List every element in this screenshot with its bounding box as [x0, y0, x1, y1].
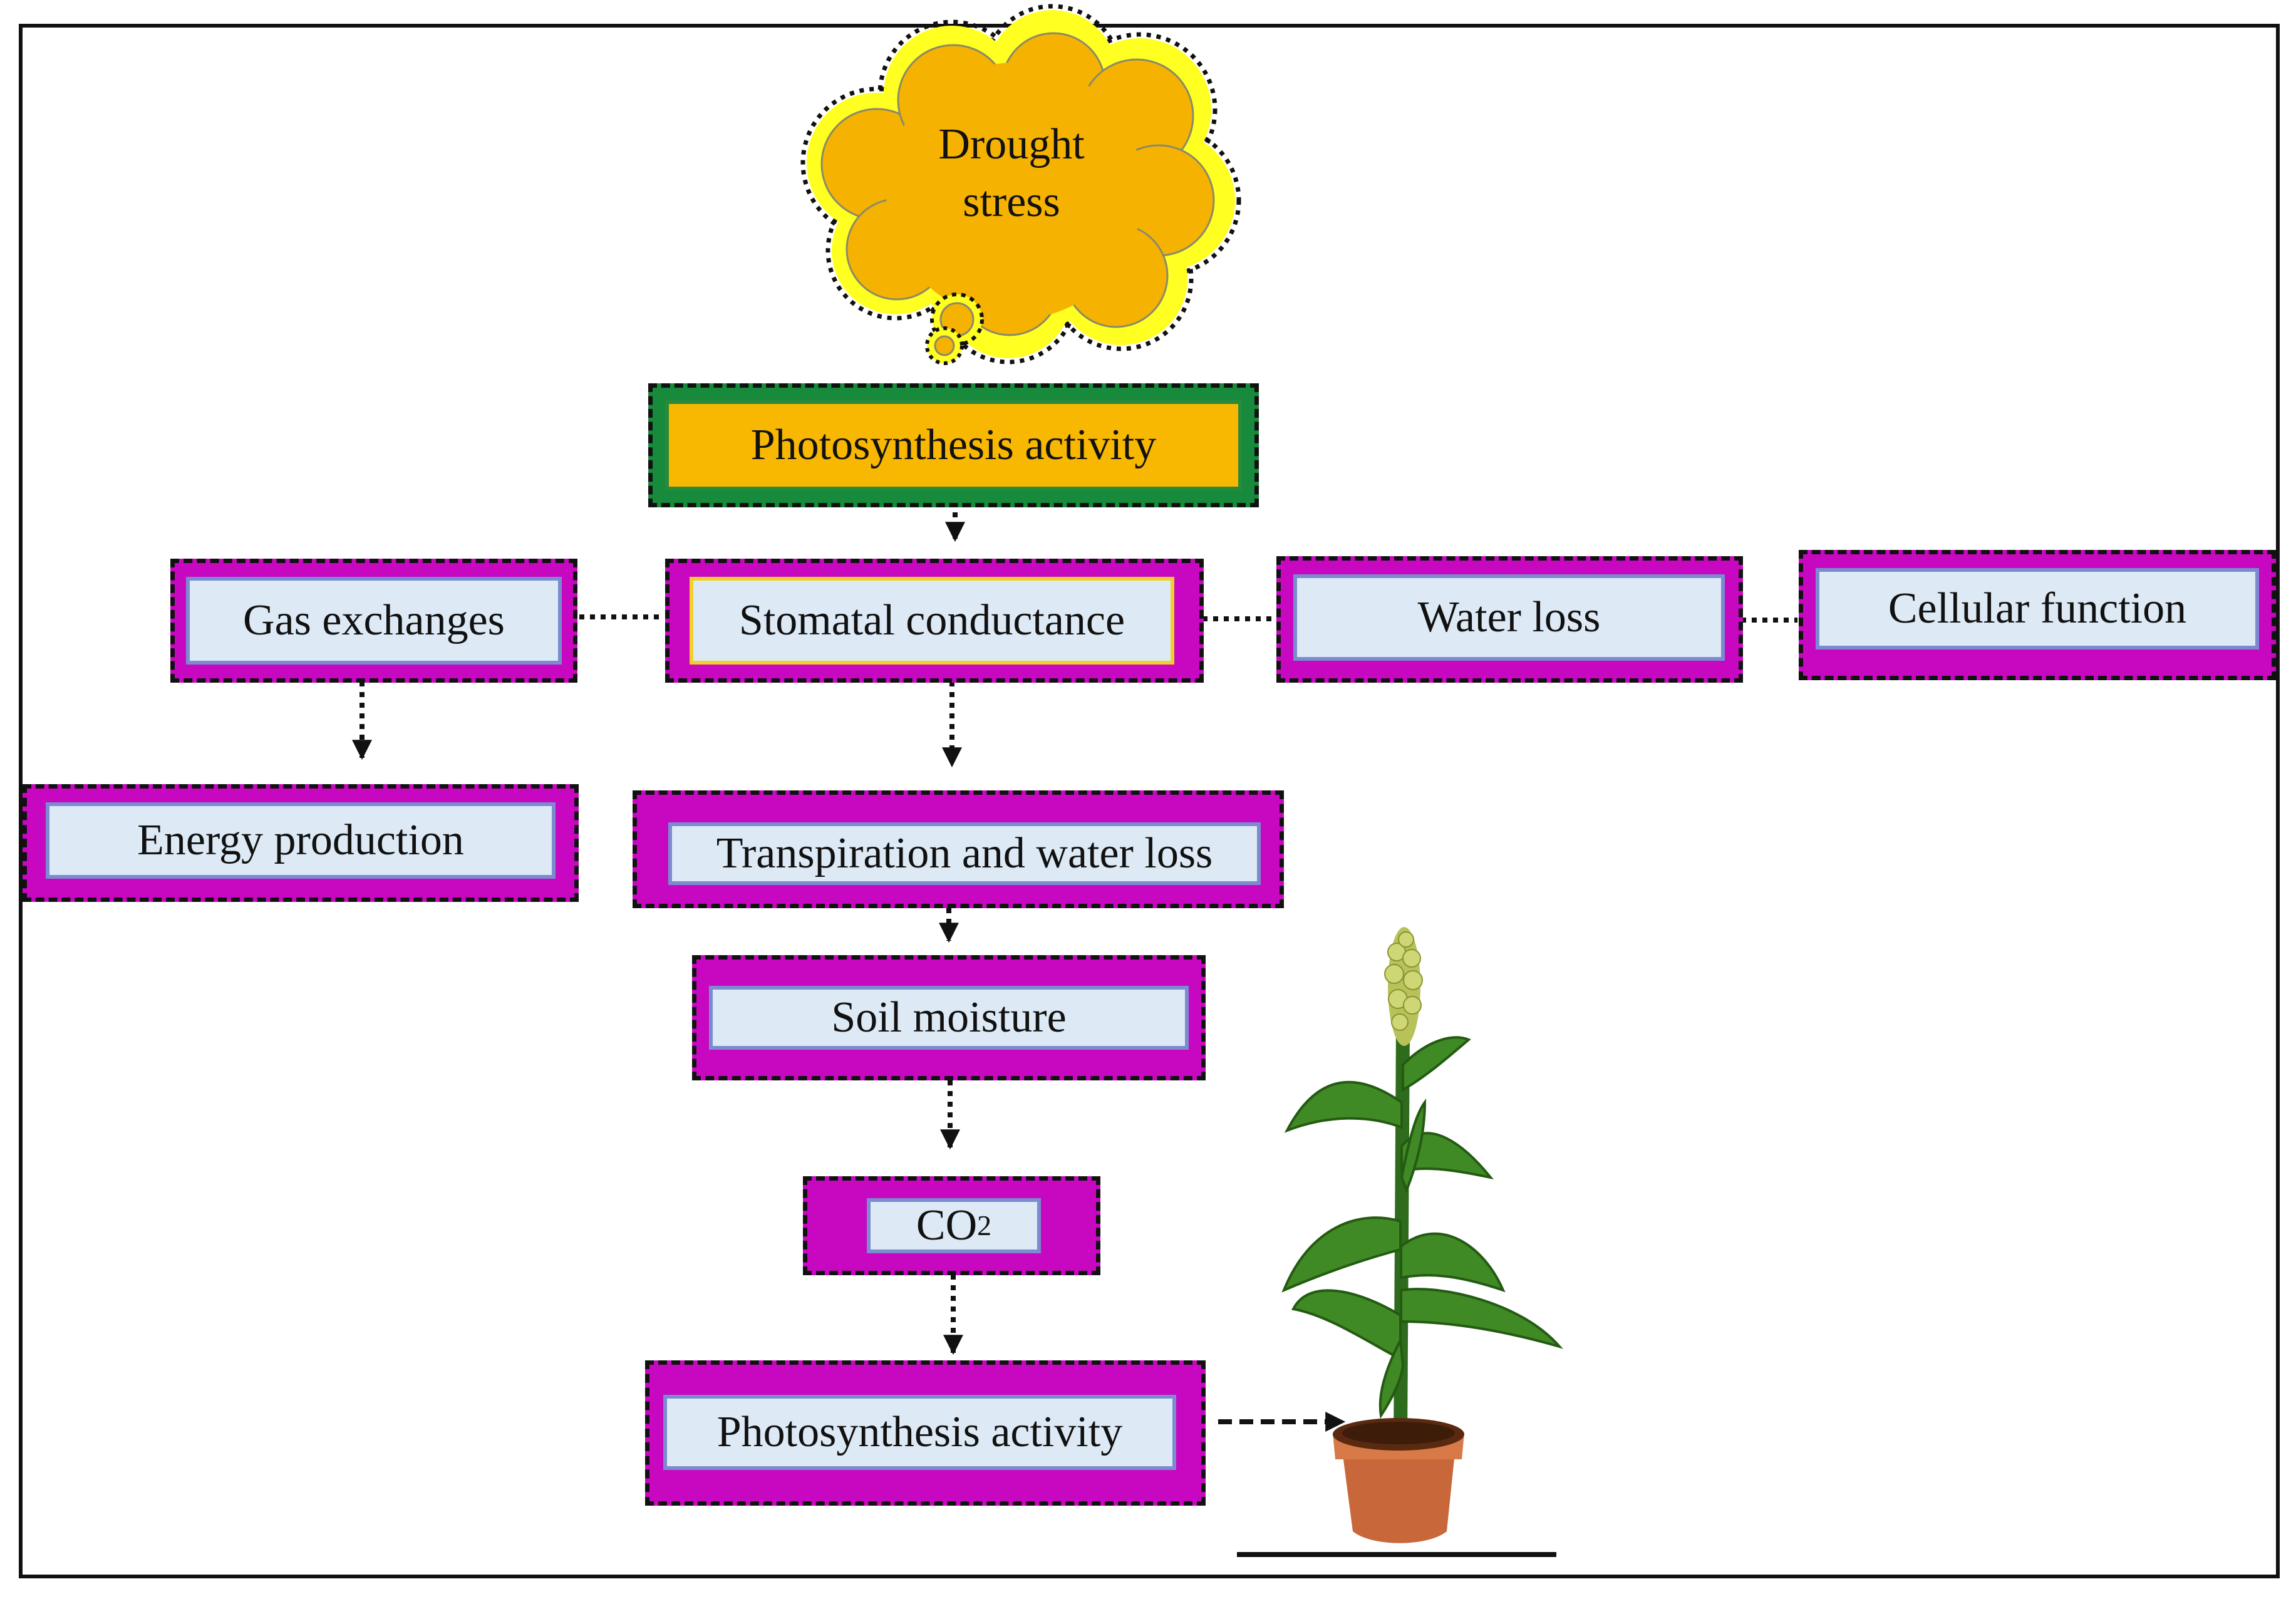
node-stomatal-conductance: Stomatal conductance: [665, 559, 1204, 683]
node-transpiration: Transpiration and water loss: [633, 790, 1284, 908]
node-soil-moisture: Soil moisture: [692, 955, 1206, 1080]
node-transpiration-label: Transpiration and water loss: [668, 822, 1261, 885]
node-cellular-function: Cellular function: [1799, 550, 2276, 680]
node-photosynthesis-top-label: Photosynthesis activity: [665, 400, 1242, 490]
drought-cloud-icon: [800, 4, 1241, 365]
node-energy-production-label: Energy production: [46, 802, 556, 879]
node-water-loss: Water loss: [1276, 556, 1743, 683]
node-energy-production: Energy production: [23, 784, 579, 902]
node-cellular-function-label: Cellular function: [1816, 568, 2259, 649]
node-gas-exchanges: Gas exchanges: [170, 559, 577, 683]
node-soil-moisture-label: Soil moisture: [709, 986, 1189, 1050]
node-water-loss-label: Water loss: [1293, 574, 1725, 661]
drought-stress-label: Drought stress: [938, 120, 1085, 226]
node-stomatal-conductance-label: Stomatal conductance: [690, 577, 1174, 665]
potted-plant-icon: [1237, 927, 1563, 1557]
node-gas-exchanges-label: Gas exchanges: [186, 577, 562, 665]
node-photosynthesis-bottom: Photosynthesis activity: [645, 1360, 1206, 1506]
node-photosynthesis-top: Photosynthesis activity: [648, 383, 1259, 507]
node-photosynthesis-bottom-label: Photosynthesis activity: [663, 1395, 1176, 1470]
diagram-frame: [19, 24, 2280, 1578]
